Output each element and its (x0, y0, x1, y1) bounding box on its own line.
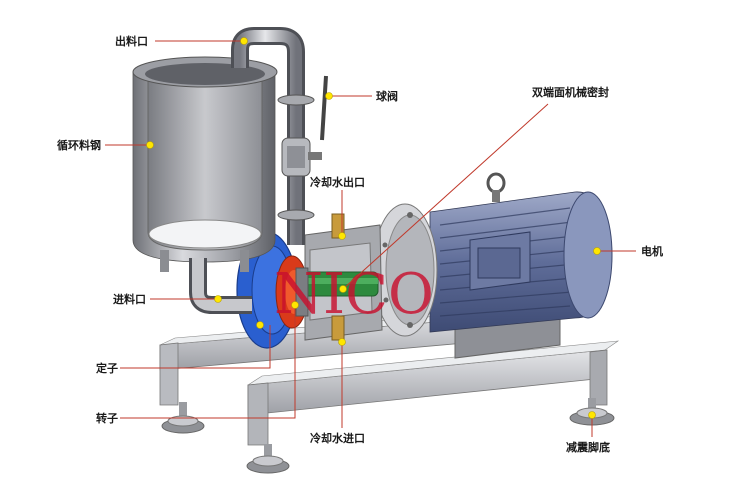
brand-watermark: NICO (274, 262, 434, 327)
callout-leaders (105, 37, 636, 437)
anti-vibration-feet (161, 398, 615, 474)
label-rotor: 转子 (96, 411, 118, 425)
label-anti-vibration-feet: 减震脚底 (566, 440, 610, 454)
label-inlet: 进料口 (113, 292, 146, 306)
pump-head (236, 231, 309, 349)
foot-center (246, 444, 290, 474)
label-outlet: 出料口 (115, 34, 148, 48)
label-ball-valve: 球阀 (376, 89, 398, 103)
seal-housing (299, 213, 383, 341)
label-cooling-water-inlet: 冷却水进口 (310, 431, 365, 445)
callout-labels: 出料口 球阀 双端面机械密封 循环料钢 冷却水出口 电机 进料口 定子 转子 冷… (57, 34, 663, 454)
circulation-tank (132, 56, 278, 272)
label-cooling-water-outlet: 冷却水出口 (310, 175, 365, 189)
label-motor: 电机 (641, 244, 663, 258)
label-stator: 定子 (96, 361, 118, 375)
motor (372, 172, 613, 359)
label-circulation-tank: 循环料钢 (57, 138, 101, 152)
outlet-pipe (231, 27, 328, 245)
inlet-pipe (189, 258, 252, 314)
ball-valve (281, 75, 328, 177)
label-mechanical-seal: 双端面机械密封 (532, 85, 609, 99)
